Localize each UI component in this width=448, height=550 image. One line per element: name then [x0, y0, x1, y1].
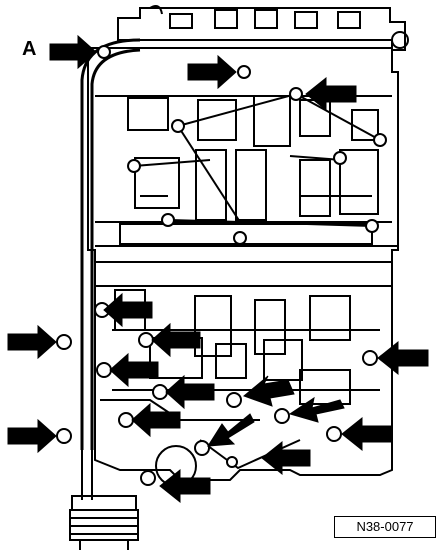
bolt — [226, 392, 242, 408]
arrow-right — [7, 324, 57, 360]
arrow-right — [7, 418, 57, 454]
arrow-left — [243, 375, 295, 407]
bolt — [56, 428, 72, 444]
indicator-arrows — [7, 34, 429, 504]
bolt — [365, 219, 379, 233]
bolt — [326, 426, 342, 442]
bolt — [140, 470, 156, 486]
bolt — [194, 440, 210, 456]
bolt — [274, 408, 290, 424]
valve-body-outline — [69, 5, 409, 550]
bolt — [161, 213, 175, 227]
bolt — [56, 334, 72, 350]
arrow-left — [341, 416, 393, 452]
arrow-left — [261, 440, 311, 476]
bolt — [138, 332, 154, 348]
bolt — [333, 151, 347, 165]
bolt — [171, 119, 185, 133]
bolt — [127, 159, 141, 173]
arrow-left — [288, 396, 345, 423]
arrow-left — [109, 352, 159, 388]
arrow-left — [103, 292, 153, 328]
bolt — [373, 133, 387, 147]
bolt — [96, 362, 112, 378]
arrow-down-left — [207, 413, 255, 447]
bolt — [97, 45, 111, 59]
arrow-left — [159, 468, 211, 504]
arrow-left — [165, 374, 215, 410]
bolt-heads — [56, 45, 387, 486]
bolt — [362, 350, 378, 366]
bolt — [118, 412, 134, 428]
arrow-right — [49, 34, 97, 70]
arrow-left — [131, 402, 181, 438]
bolt — [233, 231, 247, 245]
bolt — [226, 456, 238, 468]
bolt — [289, 87, 303, 101]
bolt — [237, 65, 251, 79]
figure-number: N38-0077 — [334, 516, 436, 538]
callout-label-a: A — [22, 38, 37, 60]
arrow-left — [151, 322, 201, 358]
arrow-left — [305, 76, 357, 112]
bolt — [152, 384, 168, 400]
arrow-right — [187, 54, 237, 90]
arrow-left — [377, 340, 429, 376]
